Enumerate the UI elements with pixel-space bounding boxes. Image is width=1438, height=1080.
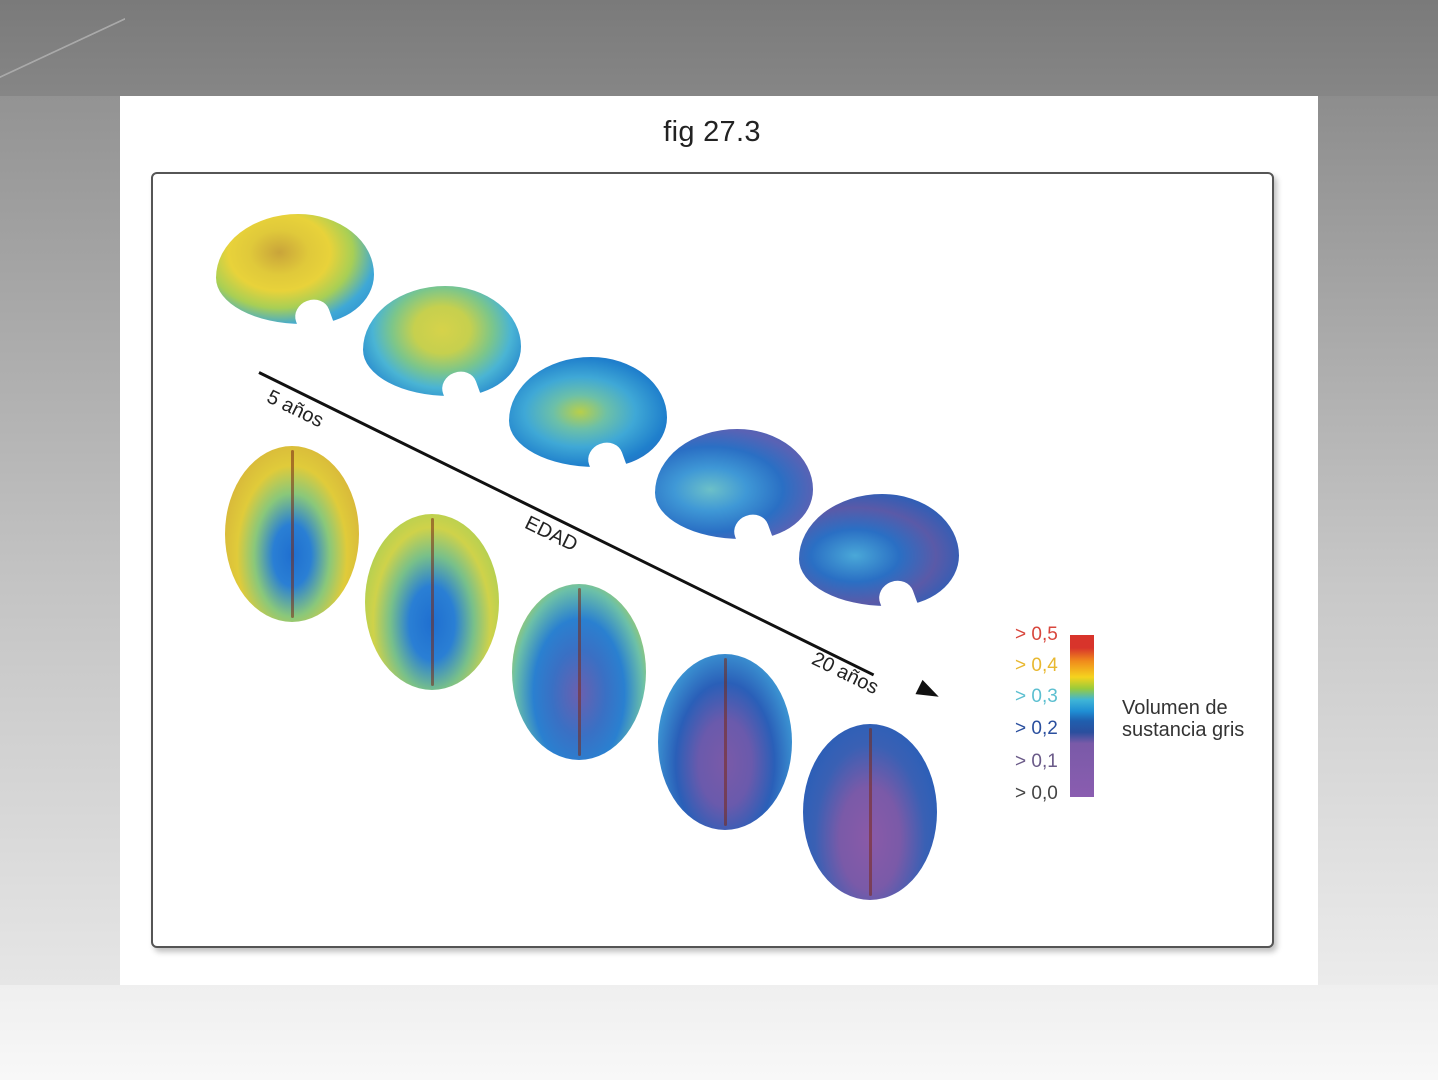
brain-lateral-view-1: [216, 214, 374, 324]
legend-title: Volumen de sustancia gris: [1122, 697, 1244, 741]
axis-end-label: 20 años: [808, 648, 882, 699]
legend-label-0-2: > 0,2: [1015, 718, 1058, 739]
slide-title: fig 27.3: [663, 116, 761, 148]
brain-lateral-view-2: [363, 286, 521, 396]
brain-dorsal-view-1: [225, 446, 359, 622]
brain-dorsal-view-4: [658, 654, 792, 830]
legend-title-line2: sustancia gris: [1122, 719, 1245, 741]
brain-dorsal-view-3: [512, 584, 646, 760]
slide-background-right: [1318, 96, 1438, 1080]
brain-lateral-view-5: [799, 494, 959, 606]
arrow-head-icon: [915, 679, 943, 704]
legend-label-0-4: > 0,4: [1015, 655, 1058, 676]
legend-color-bar: [1070, 635, 1094, 797]
brain-lateral-view-3: [509, 357, 667, 467]
slide-background-left: [0, 96, 120, 1080]
legend-label-0-1: > 0,1: [1015, 751, 1058, 772]
slide-background-bottom: [0, 985, 1438, 1080]
brain-lateral-view-4: [655, 429, 813, 539]
slide-background-bevel: [0, 0, 125, 96]
brain-dorsal-view-2: [365, 514, 499, 690]
legend-label-0-5: > 0,5: [1015, 624, 1058, 645]
brain-dorsal-view-5: [803, 724, 937, 900]
slide-background-top: [0, 0, 1438, 96]
axis-start-label: 5 años: [263, 386, 327, 433]
legend-title-line1: Volumen de: [1122, 697, 1228, 719]
axis-middle-label: EDAD: [521, 512, 581, 557]
legend-label-0-3: > 0,3: [1015, 686, 1058, 707]
figure-frame: 5 años EDAD 20 años > 0,5 > 0,4 > 0,3 > …: [151, 172, 1274, 948]
slide: fig 27.3 5 años EDAD 20 años > 0,5 > 0,4…: [120, 96, 1318, 985]
legend-label-0-0: > 0,0: [1015, 783, 1058, 804]
